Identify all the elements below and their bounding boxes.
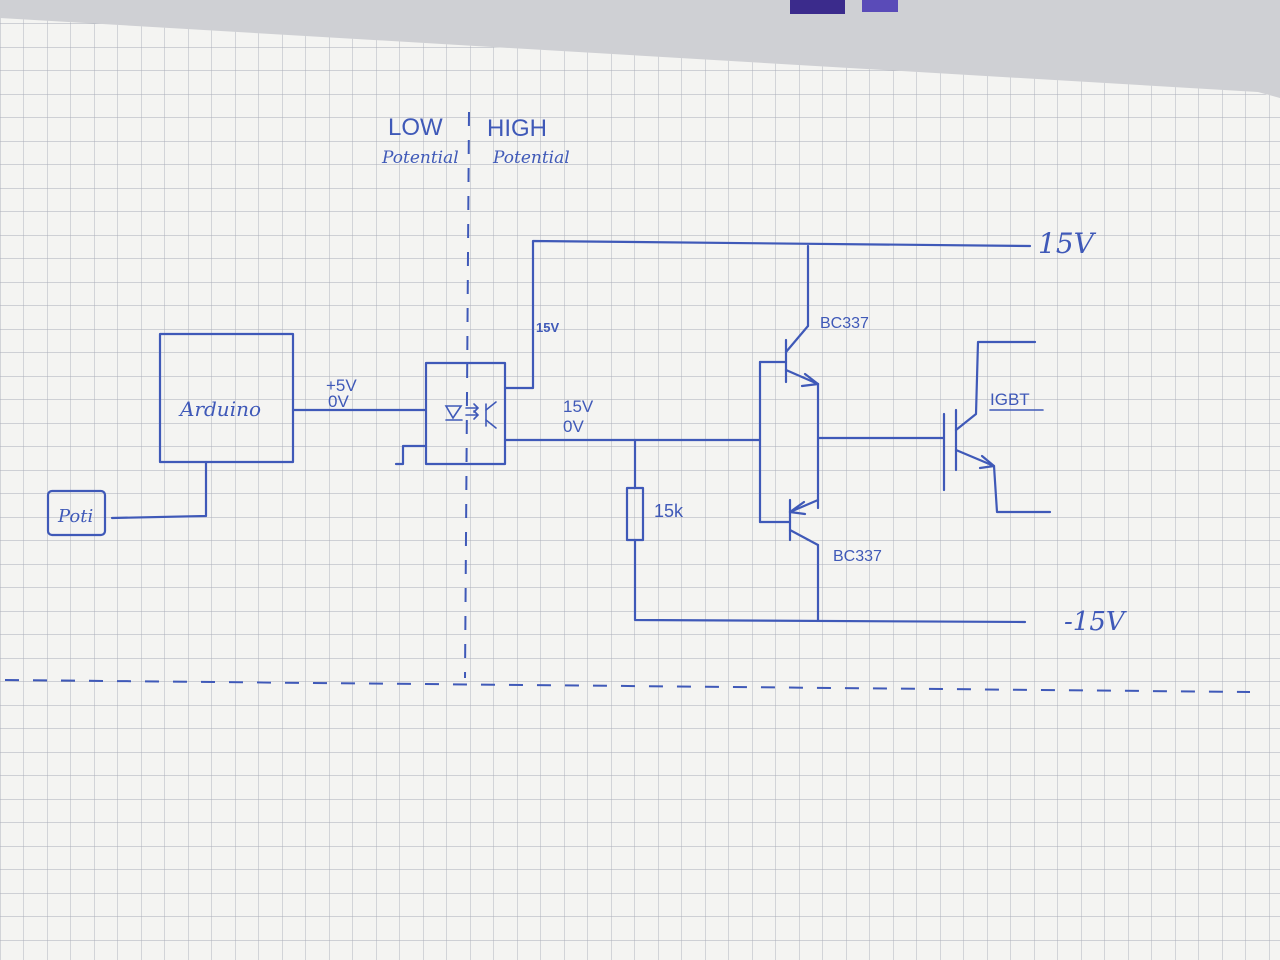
transistor-top-bc337 (758, 324, 820, 388)
zero-v-mid-label: 0V (563, 417, 584, 436)
low-label: LOW (388, 114, 443, 141)
opto-to-15v-wire (503, 239, 1032, 390)
resistor-label: 15k (654, 501, 684, 521)
arduino-label: Arduino (178, 397, 261, 421)
resistor-15k (625, 486, 645, 542)
potential-separator (464, 111, 470, 679)
low-potential-label: Potential (381, 148, 459, 168)
v15-small-label: 15V (536, 320, 559, 335)
high-potential-label: Potential (492, 148, 570, 168)
poti-label: Poti (57, 506, 93, 527)
igbt-symbol (942, 340, 1052, 514)
transistor-bottom-bc337 (758, 498, 820, 547)
plus5v-label: +5V (326, 376, 357, 395)
v15-top-label: 15V (1038, 227, 1097, 260)
igbt-label: IGBT (990, 390, 1030, 409)
totem-pole-wires (758, 244, 946, 622)
optocoupler-box (424, 361, 507, 466)
pen-decoration (790, 0, 898, 14)
resistor-wire (633, 438, 1027, 624)
arduino-box (158, 332, 295, 464)
optocoupler-symbol (444, 401, 497, 429)
v15-mid-label: 15V (563, 397, 594, 416)
neg15v-label: -15V (1064, 607, 1127, 637)
bc337-bottom-label: BC337 (833, 548, 882, 565)
poti-wire (110, 460, 208, 520)
high-label: HIGH (487, 115, 547, 142)
zero-v-left-label: 0V (328, 392, 349, 411)
bottom-dashed-line (4, 679, 1251, 693)
poti-box (46, 489, 107, 537)
bc337-top-label: BC337 (820, 315, 869, 332)
opto-ground (394, 444, 428, 466)
